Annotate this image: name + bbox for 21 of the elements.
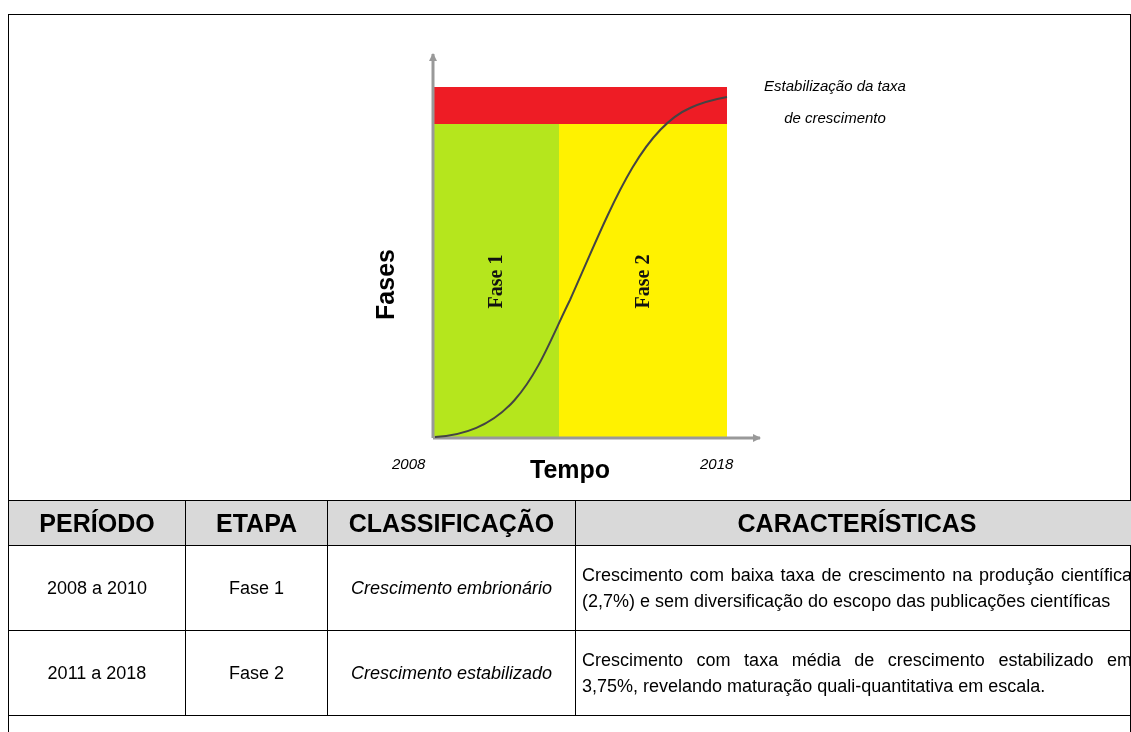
table-cell: Crescimento embrionário [327,545,576,631]
axis-title: Fases [370,248,400,322]
column-header: CLASSIFICAÇÃO [327,500,576,546]
axis-tick-label: 2018 [700,455,734,472]
phase-label: Fase 2 [631,254,655,308]
phase-label: Fase 1 [484,254,508,308]
table-cell: Fase 2 [185,630,328,716]
phase-band [559,124,727,438]
axis-title: Tempo [530,455,611,484]
table-cell: Fase 1 [185,545,328,631]
column-header: PERÍODO [8,500,186,546]
annotation-text: Estabilização da taxa de crescimento [763,76,907,128]
column-header: ETAPA [185,500,328,546]
saturation-band [559,87,727,124]
table-cell: 2011 a 2018 [8,630,186,716]
column-header: CARACTERÍSTICAS [575,500,1131,546]
saturation-band [433,87,559,124]
table-cell: Crescimento estabilizado [327,630,576,716]
table-cell: 2008 a 2010 [8,545,186,631]
axis-tick-label: 2008 [392,455,426,472]
phase-band [433,124,559,438]
